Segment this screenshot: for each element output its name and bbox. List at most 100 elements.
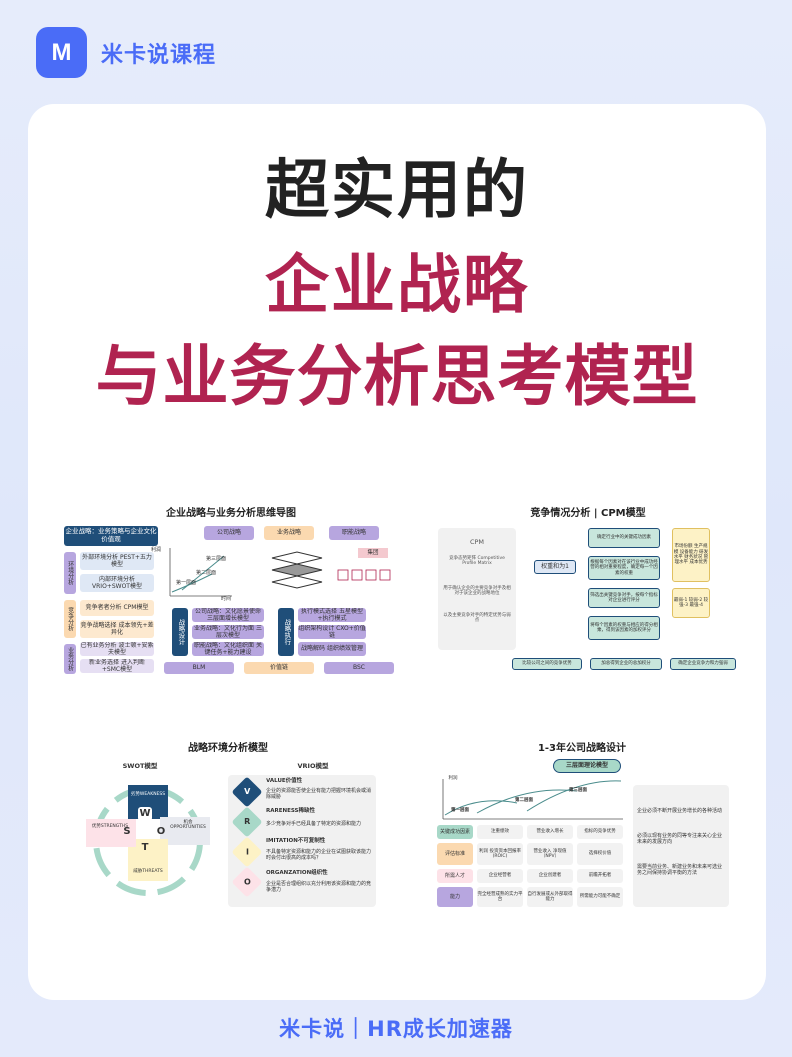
swot-fig-title: 战略环境分析模型 (188, 743, 268, 754)
cpm-step: 根据每个因素对在该行业中成功经营的相对重要程度，确定每一个因素的权重 (588, 556, 660, 580)
brand-logo: M (36, 27, 87, 78)
vrio-letter: V (243, 787, 251, 797)
chart-label: 利润 (150, 547, 161, 553)
three-layer-figure: 1-3年公司战略设计 三层面理论模型 利润 第一层面 第二层面 第三层面 关键成… (433, 739, 731, 909)
mid-item: 业务战略：文化行为面 三层次模型 (192, 625, 264, 639)
row-cell: 利润 投资资本回报率(ROIC) (477, 843, 523, 865)
cpm-panel: CPM 竞争态势矩阵 Competitive Profile Matrix 用于… (438, 528, 516, 650)
vrio-title: VRIO模型 (297, 762, 329, 771)
mindmap-left-item: 外部环境分析 PEST+五力模型 (80, 552, 154, 570)
vrio-desc: 企业的资源能否使企业有能力把握环境机会或消除威胁 (266, 788, 372, 800)
chart-label: 第一层面 (175, 580, 196, 586)
bottom-tab-1: BLM (164, 662, 234, 674)
swot-quad: 优势STRENGTHS (91, 824, 129, 830)
cpm-step: 筛选出关键竞争对手，按每个指标对企业进行评分 (588, 588, 660, 608)
cpm-bullet: 用于确认企业的主要竞争对手及相对于该企业的战略地位 (443, 585, 511, 596)
vrio-letter: O (243, 877, 251, 887)
right-label: 战略执行 (278, 608, 294, 656)
cpm-bottom: 比较公司之间的竞争优势 (512, 658, 582, 670)
row-header: 关键成功因素 (437, 825, 473, 839)
mindmap-left-label-2: 竞争分析 (64, 600, 76, 638)
swot-title: SWOT模型 (122, 762, 158, 771)
mindmap-figure: 企业战略与业务分析思维导图 企业战略：业务策略与企业文化价值观 公司战略 业务战… (64, 504, 398, 674)
cpm-bullet: 以及主要竞争对手的特定优势与弱点 (443, 612, 511, 623)
row-cell: 自行发展或从外部取得能力 (527, 887, 573, 907)
cpm-scores: 最弱-1 较弱-2 较强-3 最强-4 (672, 588, 710, 618)
vrio-letter: R (243, 817, 251, 827)
mindmap-left-label-3: 业务分析 (64, 644, 76, 674)
cpm-step: 将每个因素的权重与相应的得分相乘，得到该因素的加权评分 (588, 616, 660, 640)
vrio-desc: 企业是否合理组织以充分利用该资源和能力的竞争潜力 (266, 881, 372, 893)
swot-letter-o: O (156, 826, 166, 837)
chart-label: 第三层面 (205, 556, 226, 562)
right-item: 执行模式选择 五星模型+执行模式 (298, 608, 366, 622)
row-cell: 注重绩效 (477, 825, 523, 839)
row-header: 能力 (437, 887, 473, 907)
row-cell: 企业经营者 (477, 869, 523, 883)
mid-item: 公司战略：文化愿景使命 三层面增长模型 (192, 608, 264, 622)
chart-label: 第二层面 (195, 570, 216, 576)
swot-diagram (86, 785, 210, 896)
row-cell: 选择权价值 (577, 843, 623, 865)
right-item: 战略解码 组织绩效管理 (298, 642, 366, 656)
mindmap-title: 企业战略与业务分析思维导图 (166, 508, 296, 519)
swot-figure: 战略环境分析模型 SWOT模型 劣势WEAKNESS 机会OPPORTUNITI… (78, 739, 378, 909)
cpm-bottom: 加总得到企业的总加权分 (590, 658, 662, 670)
cpm-panel-title: CPM (469, 538, 485, 547)
bottom-tab-2: 价值链 (244, 662, 314, 674)
mindmap-tab-1: 公司战略 (204, 526, 254, 540)
row-header: 评估标准 (437, 843, 473, 865)
footer-slogan: 米卡说｜HR成长加速器 (279, 1017, 513, 1041)
title-line-1: 超实用的 (265, 154, 529, 228)
cpm-bottom: 确定企业竞争力和力强弱 (670, 658, 736, 670)
row-cell: 所需能力可能不确定 (577, 887, 623, 907)
cpm-figure: 竞争情况分析 | CPM模型 CPM 竞争态势矩阵 Competitive Pr… (438, 504, 738, 676)
vrio-letter: I (245, 847, 249, 857)
title-line-3: 与业务分析思考模型 (95, 338, 699, 415)
row-cell: 前瞻开拓者 (577, 869, 623, 883)
swot-letter-t: T (141, 842, 149, 853)
mindmap-left-item: 竞争者者分析 CPM模型 (80, 600, 154, 616)
three-note: 企业必须不断开展业务增长的各种活动 (637, 808, 723, 814)
three-curve-diagram (442, 779, 623, 820)
mindmap-left-item: 新业务选择 进入判断+SMC模型 (80, 659, 154, 673)
row-header: 所需人才 (437, 869, 473, 883)
mindmap-tab-3: 职能战略 (329, 526, 379, 540)
vrio-heading: VALUE价值性 (266, 777, 303, 784)
mindmap-tab-2: 业务战略 (264, 526, 314, 540)
swot-quad: 机会OPPORTUNITIES (170, 819, 206, 830)
brand-name: 米卡说课程 (101, 42, 217, 68)
three-note: 需要当前业务、新建业务和未来可选业务之间保持协调平衡的方法 (637, 864, 723, 876)
swot-letter-w: W (138, 807, 152, 821)
row-cell: 完全经营成熟的实力平台 (477, 887, 523, 907)
right-item: 组织架构设计 CXO+价值链 (298, 625, 366, 639)
mindmap-left-item: 已有业务分析 波士顿+安索夫模型 (80, 642, 154, 656)
vrio-desc: 多少竞争对手已经具备了特定的资源和能力 (266, 821, 362, 827)
group-label: 集团 (367, 549, 379, 556)
vrio-heading: RARENESS稀缺性 (266, 807, 316, 814)
brand: M 米卡说课程 (36, 27, 216, 78)
row-cell: 指标的竞争优势 (577, 825, 623, 839)
three-note: 必须以现有业务的同等专注来关心企业未来的发展方向 (637, 833, 723, 845)
mindmap-left-label-1: 环境分析 (64, 552, 76, 594)
mindmap-header: 企业战略：业务策略与企业文化价值观 (64, 526, 158, 546)
three-axis: 利润 (448, 776, 458, 782)
mindmap-left-item: 内部环境分析 VRIO+SWOT模型 (80, 574, 154, 592)
mindmap-diagram (169, 548, 391, 597)
cpm-panel-sub: 竞争态势矩阵 Competitive Profile Matrix (449, 555, 505, 566)
swot-letter-s: S (123, 826, 131, 837)
mid-item: 职能战略：文化组织面 关键任务+能力建设 (192, 642, 264, 656)
mindmap-left-item: 竞争战略选择 成本领先+差异化 (80, 620, 154, 638)
cpm-factors: 市场份额 生产规模 设备能力 研发水平 财务状况 管理水平 成本优势 (672, 528, 710, 582)
chart-label: 时间 (220, 596, 231, 602)
mid-label: 战略设计 (172, 608, 188, 656)
swot-quad: 威胁THREATS (133, 869, 163, 875)
vrio-desc: 不具备特定资源和能力的企业在试图获取该能力时会付出很高的成本吗？ (266, 849, 372, 861)
vrio-heading: ORGANZATION组织性 (266, 869, 328, 876)
row-cell: 营业收入 净现值（NPV） (527, 843, 573, 865)
cpm-weight-box: 权重和为1 (534, 560, 576, 574)
title-line-2: 企业战略 (265, 249, 529, 323)
cpm-step: 确定行业中的关键成功因素 (588, 528, 660, 548)
three-notes-panel (633, 785, 729, 907)
bottom-tab-3: BSC (324, 662, 394, 674)
